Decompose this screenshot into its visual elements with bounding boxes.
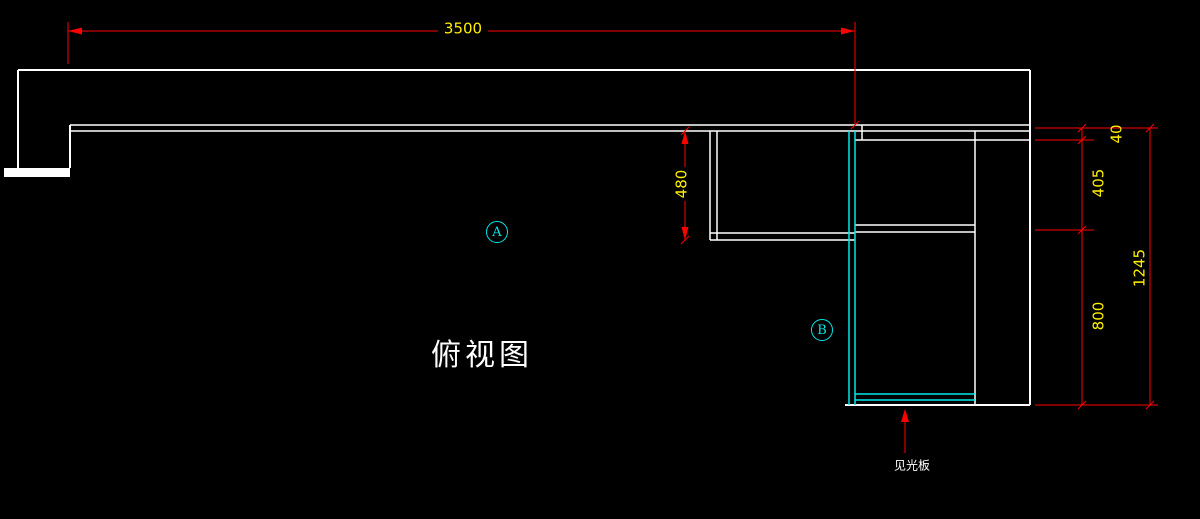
view-title: 俯视图 [431,338,533,373]
dim-3500-text: 3500 [443,19,483,38]
shelf-a-outline [709,131,855,241]
section-bubble-b: B [811,319,833,341]
dim-480-text: 480 [672,169,691,199]
cabinet-b-outline [855,125,976,405]
cabinet-b-accent-lines [848,131,975,405]
section-bubble-a: A [486,221,508,243]
dim-800-text: 800 [1089,301,1108,331]
dim-405-text: 405 [1089,168,1108,198]
note-arrow [901,409,909,453]
counter-edge-lines [70,124,1030,141]
note-text: 见光板 [893,458,931,473]
dim-3500-lines [67,22,860,130]
dim-40-text: 40 [1107,124,1126,144]
section-bubble-b-label: B [817,322,827,338]
section-bubble-a-label: A [492,224,502,240]
dim-1245-text: 1245 [1130,248,1149,288]
wall-outline [4,69,1031,406]
dim-right-lines [1035,123,1158,410]
dim-480-lines [680,126,690,245]
